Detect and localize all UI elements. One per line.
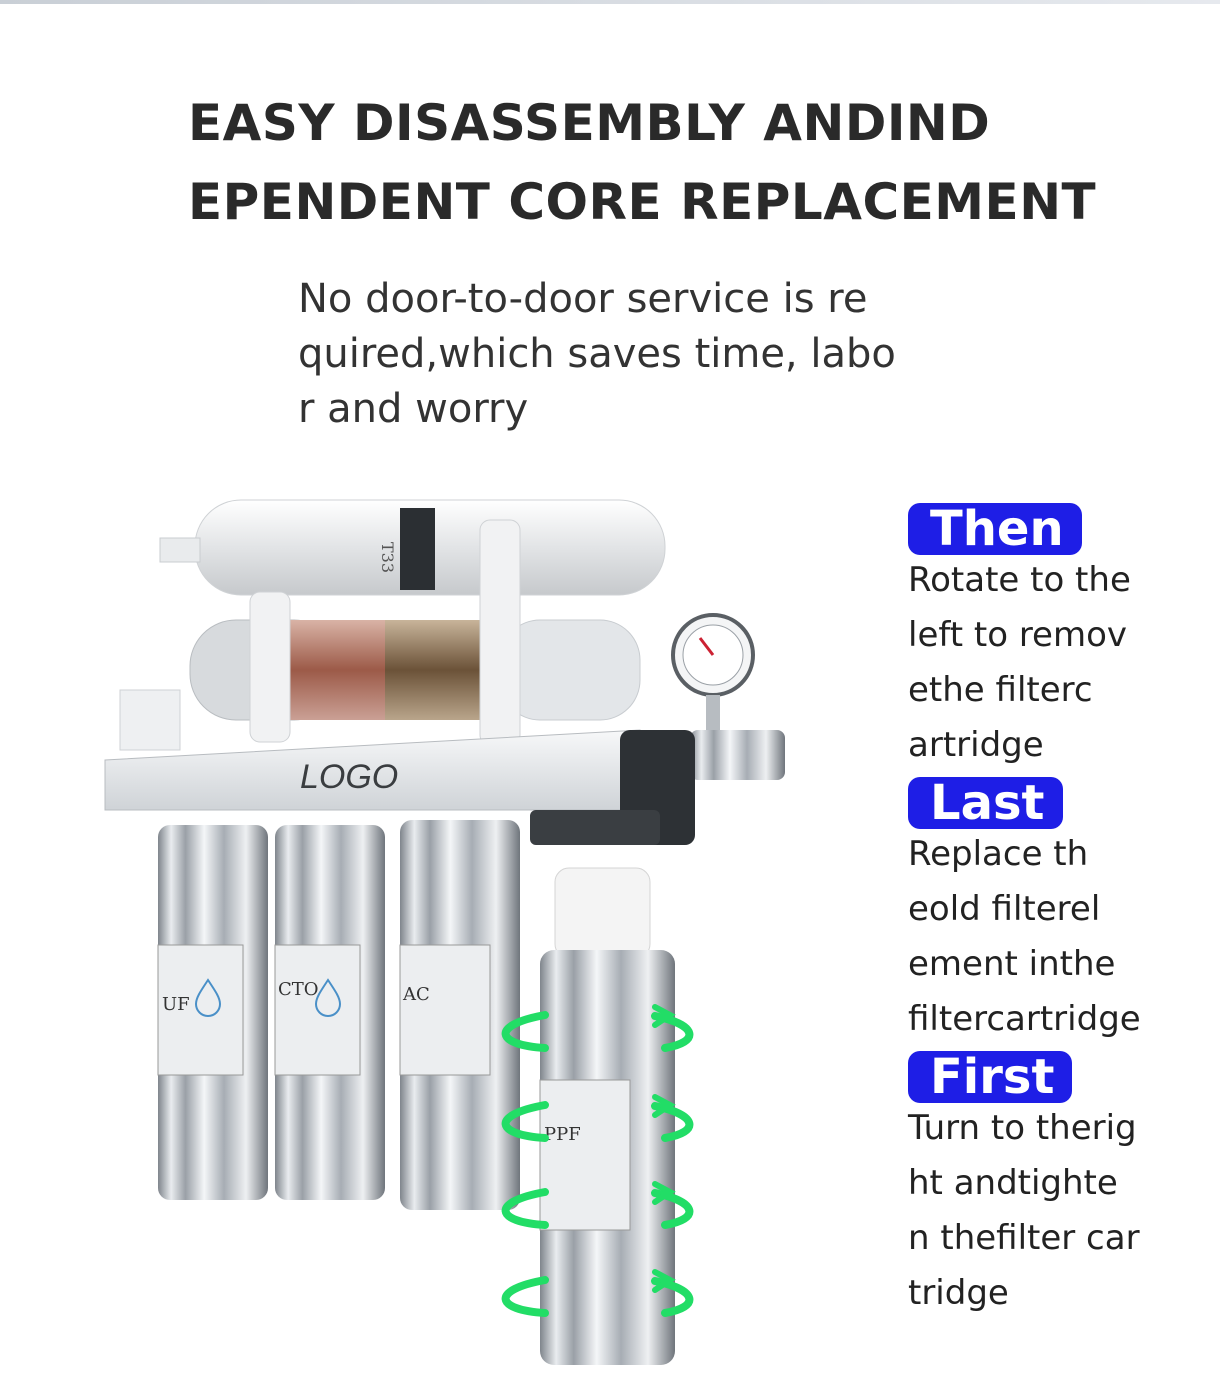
logo-text: LOGO bbox=[300, 758, 398, 796]
heading-line-2: EPENDENT CORE REPLACEMENT bbox=[188, 173, 1097, 231]
cartridge-label-ppf: PPF bbox=[544, 1124, 581, 1145]
top-filter-label: T33 bbox=[378, 542, 397, 573]
middle-filters bbox=[119, 519, 641, 751]
step-line: left to remov bbox=[908, 615, 1128, 655]
step-line: eold filterel bbox=[908, 889, 1101, 929]
step-line: ht andtighte bbox=[908, 1163, 1118, 1203]
step-badge-last: Last bbox=[908, 777, 1063, 829]
filter-canisters: UF CTO AC bbox=[157, 820, 520, 1210]
step-line: ethe filterc bbox=[908, 670, 1093, 710]
step-then: Then Rotate to the left to remov ethe fi… bbox=[908, 503, 1208, 773]
step-line: Replace th bbox=[908, 834, 1089, 874]
step-last: Last Replace th eold filterel ement inth… bbox=[908, 777, 1208, 1047]
canister-label-cto: CTO bbox=[278, 979, 319, 1000]
page-heading: EASY DISASSEMBLY ANDIND EPENDENT CORE RE… bbox=[188, 84, 1148, 242]
top-border bbox=[0, 0, 1220, 4]
mounting-plate: LOGO bbox=[104, 729, 695, 845]
step-line: ement inthe bbox=[908, 944, 1116, 984]
step-badge-then: Then bbox=[908, 503, 1082, 555]
pressure-gauge bbox=[671, 613, 785, 780]
step-line: artridge bbox=[908, 725, 1044, 765]
page-subtitle: No door-to-door service is re quired,whi… bbox=[298, 272, 998, 437]
subtitle-line-1: No door-to-door service is re bbox=[298, 276, 868, 322]
step-text-then: Rotate to the left to remov ethe filterc… bbox=[908, 553, 1208, 773]
step-line: filtercartridge bbox=[908, 999, 1141, 1039]
step-line: tridge bbox=[908, 1273, 1009, 1313]
step-line: Turn to therig bbox=[908, 1108, 1137, 1148]
canister-label-ac: AC bbox=[402, 984, 430, 1005]
step-text-first: Turn to therig ht andtighte n thefilter … bbox=[908, 1101, 1208, 1321]
step-line: n thefilter car bbox=[908, 1218, 1140, 1258]
subtitle-line-2: quired,which saves time, labo bbox=[298, 331, 896, 377]
water-filter-illustration: T33 LOGO UF CTO AC bbox=[104, 499, 785, 1365]
step-badge-first: First bbox=[908, 1051, 1073, 1103]
canister-label-uf: UF bbox=[162, 994, 190, 1015]
top-filter: T33 bbox=[159, 499, 666, 596]
heading-line-1: EASY DISASSEMBLY ANDIND bbox=[188, 94, 991, 152]
step-text-last: Replace th eold filterel ement inthe fil… bbox=[908, 827, 1208, 1047]
subtitle-line-3: r and worry bbox=[298, 386, 529, 432]
step-first: First Turn to therig ht andtighte n thef… bbox=[908, 1051, 1208, 1321]
removable-cartridge: PPF bbox=[539, 867, 675, 1365]
rotation-arrows bbox=[501, 1004, 694, 1317]
step-line: Rotate to the bbox=[908, 560, 1131, 600]
steps-panel: Then Rotate to the left to remov ethe fi… bbox=[908, 503, 1208, 1321]
